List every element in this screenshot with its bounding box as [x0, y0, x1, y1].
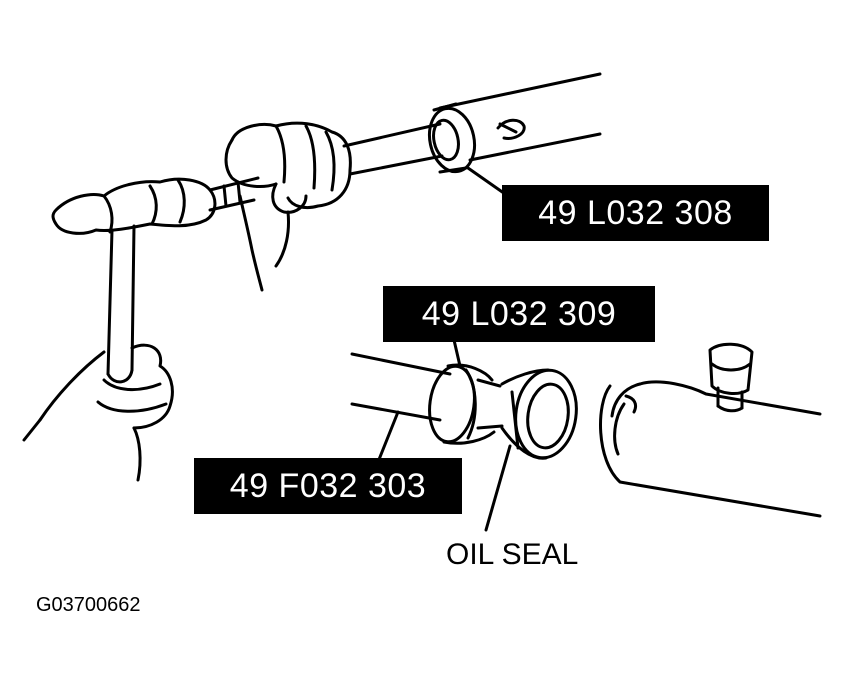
leader-line-308 [466, 166, 510, 198]
leader-line-oil-seal [484, 444, 512, 532]
leader-line-309 [452, 338, 462, 368]
tool-label-49-f032-303: 49 F032 303 [194, 458, 462, 514]
installer-309 [428, 363, 504, 445]
tool-label-49-l032-308: 49 L032 308 [502, 185, 769, 241]
oil-seal-label: OIL SEAL [446, 538, 579, 571]
oil-seal-icon [500, 368, 578, 460]
installer-shaft [342, 122, 444, 176]
installer-ring-upper [427, 102, 477, 174]
hammer-icon [51, 176, 260, 384]
tool-label-49-l032-309: 49 L032 309 [383, 286, 655, 342]
hand-icon [22, 343, 174, 482]
gear-housing-tube-upper [438, 72, 602, 162]
figure-id: G03700662 [36, 594, 141, 616]
leader-line-303 [376, 410, 400, 464]
gear-housing-tube-lower-left [350, 352, 452, 422]
gear-housing-right [599, 342, 822, 518]
hand-icon [224, 121, 352, 292]
